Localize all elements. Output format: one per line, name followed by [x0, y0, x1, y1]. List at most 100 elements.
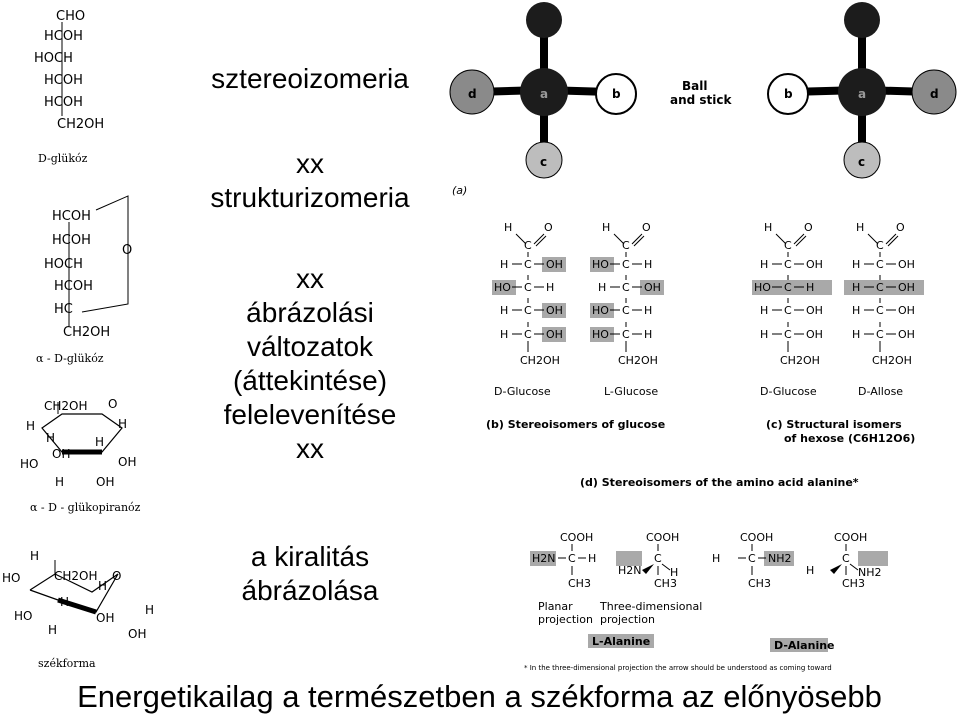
chair-ho: HO: [14, 609, 32, 623]
atom-left: H: [760, 328, 768, 341]
atom-c: C: [622, 304, 630, 317]
atom-o: O: [642, 221, 651, 234]
fischer-line: HOCH: [34, 51, 73, 66]
d-alanine-highlight: [770, 638, 828, 652]
atom-left: H: [500, 328, 508, 341]
atom-left: H: [852, 328, 860, 341]
d-alanine-label: D-Alanine: [774, 639, 835, 652]
atom-c: C: [876, 281, 884, 294]
atom-right: NH2: [768, 552, 792, 565]
atom-right: H: [644, 258, 652, 271]
atom-c: C: [622, 239, 630, 252]
fischer-label: D-glükóz: [38, 152, 88, 165]
atom-right: H: [644, 304, 652, 317]
panel-b-caption: (b) Stereoisomers of glucose: [486, 418, 665, 431]
atom-c: C: [842, 552, 850, 565]
wedge-bond: [830, 564, 842, 574]
sugar-name: D-Allose: [858, 385, 903, 398]
atom-c: C: [524, 328, 532, 341]
atom-ch3: CH3: [654, 577, 677, 590]
atom-right: H: [588, 552, 596, 565]
ball-letter: c: [540, 155, 547, 169]
fischer-line: CHO: [56, 9, 85, 24]
atom-c: C: [784, 258, 792, 271]
bond: [535, 235, 547, 247]
center-line: xx: [296, 263, 324, 294]
bond: [793, 233, 805, 245]
left-highlight: [590, 327, 614, 342]
ball-d: [449, 69, 495, 115]
panel-d-caption: (d) Stereoisomers of the amino acid alan…: [580, 476, 859, 489]
atom-c: C: [876, 328, 884, 341]
ball-letter: d: [468, 87, 477, 101]
center-text-block: xx ábrázolási változatok (áttekintése) f…: [180, 262, 440, 466]
bond: [661, 563, 671, 571]
ball-b: [767, 73, 809, 115]
ball-and-stick-label: Ball and stick: [670, 79, 733, 107]
atom-cooh: COOH: [646, 531, 679, 544]
atom-left: H: [806, 564, 814, 577]
atom-right: H: [670, 566, 678, 579]
bond: [867, 233, 879, 245]
ball-center: [838, 68, 886, 116]
ball-letter: b: [612, 87, 621, 101]
sugar-name: D-Glucose: [494, 385, 551, 398]
atom-h: H: [764, 221, 772, 234]
ball-dark: [526, 2, 562, 38]
atom-right: H: [644, 328, 652, 341]
haworth-h: H: [26, 419, 35, 433]
alpha-label: α - D-glükóz: [36, 352, 104, 365]
atom-right: NH2: [858, 566, 882, 579]
atom-c: C: [784, 239, 792, 252]
center-line: xx: [296, 433, 324, 464]
chair-label: székforma: [38, 657, 96, 670]
center-line: ábrázolási: [246, 297, 374, 328]
svg-text:projection: projection: [600, 613, 655, 626]
atom-ch2oh: CH2OH: [780, 354, 820, 367]
right-highlight: [858, 551, 888, 566]
atom-right: H: [806, 281, 814, 294]
ball-stick-model-right: b a d c: [767, 2, 957, 179]
atom-left: HO: [494, 281, 511, 294]
chair-h: H: [145, 603, 154, 617]
panel-c-caption: (c) Structural isomers: [766, 418, 902, 431]
right-highlight: [542, 327, 566, 342]
fischer-projection: CHO HCOH HOCH HCOH HCOH CH2OH: [34, 9, 104, 132]
atom-o: O: [804, 221, 813, 234]
ball-c: [525, 141, 563, 179]
atom-cooh: COOH: [834, 531, 867, 544]
bond: [775, 233, 787, 245]
atom-ch3: CH3: [842, 577, 865, 590]
ball-c: [843, 141, 881, 179]
atom-c: C: [524, 304, 532, 317]
atom-ch2oh: CH2OH: [872, 354, 912, 367]
atom-left: H: [712, 552, 720, 565]
center-line: strukturizomeria: [210, 182, 410, 213]
haworth-ch2oh: CH2OH: [44, 399, 88, 413]
ball-letter: a: [540, 87, 548, 101]
atom-c: C: [654, 552, 662, 565]
chair-h: H: [30, 549, 39, 563]
svg-text:projection: projection: [538, 613, 593, 626]
left-highlight: [590, 303, 614, 318]
atom-right: OH: [806, 258, 823, 271]
ball-letter: c: [858, 155, 865, 169]
alpha-line: HCOH: [52, 209, 91, 224]
center-line: felelevenítése: [223, 399, 397, 430]
sugar-name: D-Glucose: [760, 385, 817, 398]
center-line: változatok: [246, 331, 374, 362]
atom-right: OH: [644, 281, 661, 294]
atom-left: H: [500, 258, 508, 271]
atom-c: C: [876, 258, 884, 271]
atom-ch3: CH3: [568, 577, 591, 590]
svg-text:Planar: Planar: [538, 600, 573, 613]
chair-h: H: [98, 579, 107, 593]
row-highlight: [844, 280, 924, 295]
bond: [515, 233, 527, 245]
chair-oh: OH: [96, 611, 114, 625]
